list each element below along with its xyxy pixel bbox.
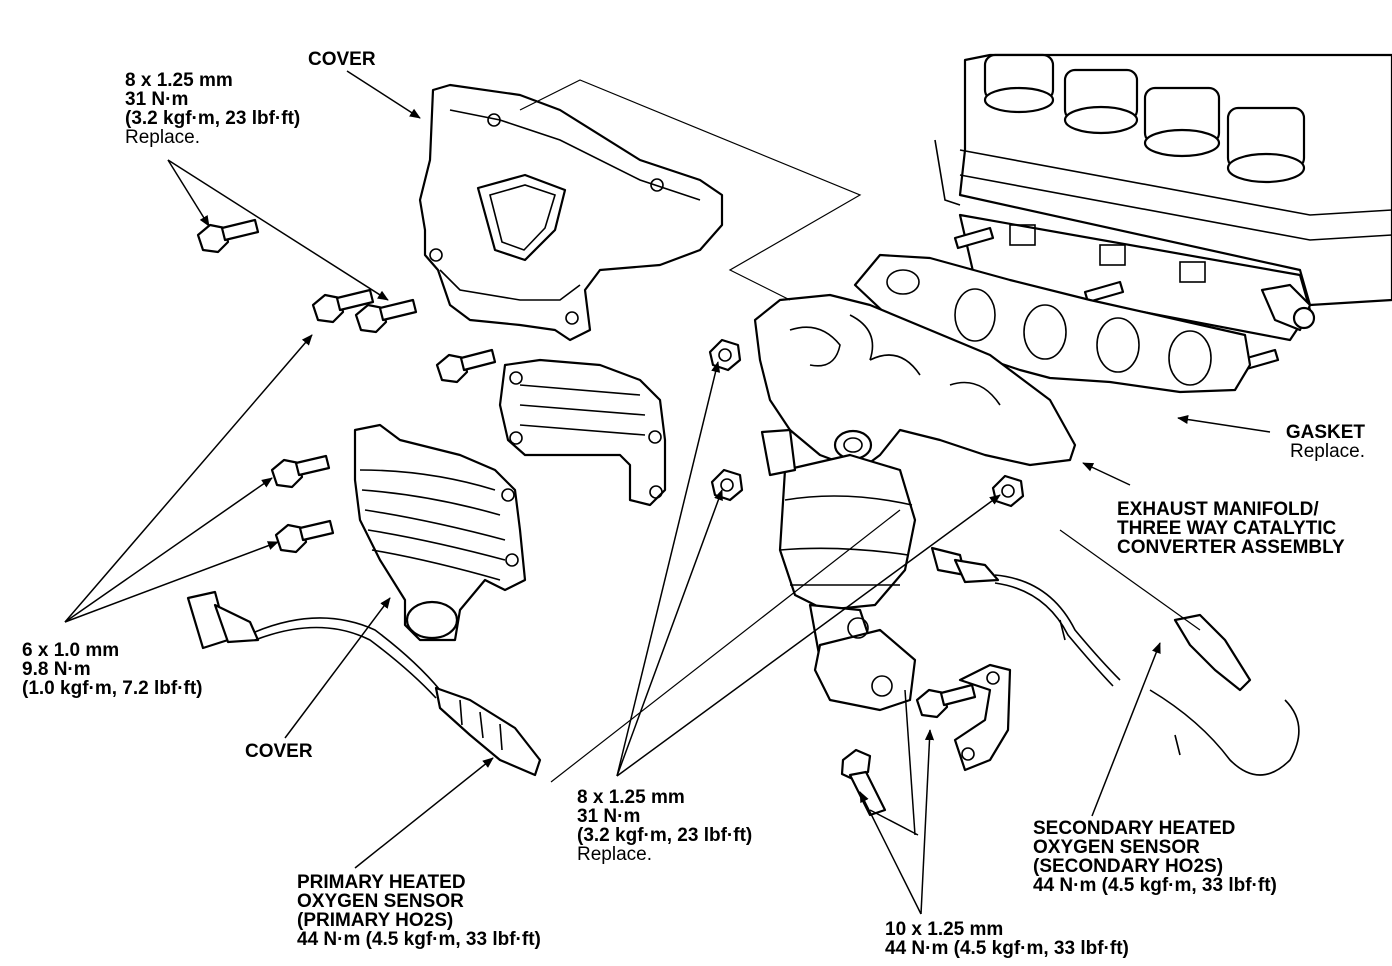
- lower-bracket: [953, 663, 1012, 772]
- bolt-top-torque-alt: (3.2 kgf·m, 23 lbf·ft): [125, 108, 301, 129]
- secondary-sensor-line2: OXYGEN SENSOR: [1033, 837, 1200, 858]
- primary-sensor-line1: PRIMARY HEATED: [297, 872, 466, 893]
- bolt-left-size: 6 x 1.0 mm: [22, 640, 120, 661]
- stud: [953, 226, 995, 250]
- primary-sensor-line2: OXYGEN SENSOR: [297, 891, 464, 912]
- leader-lines: [64, 70, 1271, 915]
- sensor-plug: [1260, 283, 1316, 332]
- bolt-bottom-spec: 10 x 1.25 mm 44 N·m (4.5 kgf·m, 33 lbf·f…: [885, 920, 1129, 958]
- cover-bolt: [354, 298, 418, 334]
- cover-bolt: [274, 519, 335, 554]
- primary-sensor-line3: (PRIMARY HO2S): [297, 910, 454, 931]
- manifold-line1: EXHAUST MANIFOLD/: [1117, 499, 1319, 520]
- gasket-note: Replace.: [1290, 441, 1365, 462]
- secondary-sensor-label: SECONDARY HEATED OXYGEN SENSOR (SECONDAR…: [1033, 819, 1277, 895]
- bolt-left-torque: 9.8 N·m: [22, 659, 91, 680]
- nut-center-torque-alt: (3.2 kgf·m, 23 lbf·ft): [577, 825, 753, 846]
- bolt-top-torque: 31 N·m: [125, 89, 189, 110]
- primary-sensor-torque: 44 N·m (4.5 kgf·m, 33 lbf·ft): [297, 929, 541, 950]
- bracket-bolt: [915, 683, 977, 719]
- nut-center-note: Replace.: [577, 844, 652, 865]
- primary-oxygen-sensor: [186, 590, 542, 777]
- cover-top-label: COVER: [308, 49, 376, 70]
- secondary-oxygen-sensor: [930, 546, 1300, 776]
- cover-bolt: [435, 348, 497, 384]
- secondary-sensor-line1: SECONDARY HEATED: [1033, 818, 1236, 839]
- manifold-nut: [708, 338, 742, 372]
- bolt-top-size: 8 x 1.25 mm: [125, 70, 233, 91]
- cover-bolt: [270, 454, 331, 489]
- bolt-left-torque-alt: (1.0 kgf·m, 7.2 lbf·ft): [22, 678, 203, 699]
- gasket-name: GASKET: [1285, 422, 1365, 443]
- secondary-sensor-torque: 44 N·m (4.5 kgf·m, 33 lbf·ft): [1033, 875, 1277, 896]
- ignition-coil: [1063, 68, 1139, 135]
- manifold-label: EXHAUST MANIFOLD/ THREE WAY CATALYTIC CO…: [1117, 500, 1345, 557]
- bolt-top-note: Replace.: [125, 127, 200, 148]
- secondary-sensor-line3: (SECONDARY HO2S): [1033, 856, 1224, 877]
- upper-heat-cover: [418, 83, 724, 342]
- bolt-top-spec: 8 x 1.25 mm 31 N·m (3.2 kgf·m, 23 lbf·ft…: [125, 71, 300, 147]
- nut-center-torque: 31 N·m: [577, 806, 641, 827]
- lower-heat-cover: [353, 423, 527, 642]
- nut-center-spec: 8 x 1.25 mm 31 N·m (3.2 kgf·m, 23 lbf·ft…: [577, 788, 752, 864]
- ignition-coil: [1226, 106, 1306, 184]
- context-outline: [519, 79, 1201, 783]
- manifold-line3: CONVERTER ASSEMBLY: [1117, 537, 1345, 558]
- converter-bracket: [498, 358, 667, 507]
- manifold-nut: [991, 474, 1025, 508]
- exhaust-manifold-assembly: [753, 293, 1077, 712]
- ignition-coil: [983, 53, 1055, 114]
- bolt-bottom-torque: 44 N·m (4.5 kgf·m, 33 lbf·ft): [885, 938, 1129, 959]
- engine-cylinder-head: [934, 53, 1392, 342]
- cover-bottom-label: COVER: [245, 741, 313, 762]
- bracket-bolt: [840, 748, 887, 817]
- ignition-coil: [1143, 86, 1221, 158]
- bolt-left-spec: 6 x 1.0 mm 9.8 N·m (1.0 kgf·m, 7.2 lbf·f…: [22, 641, 203, 698]
- primary-sensor-label: PRIMARY HEATED OXYGEN SENSOR (PRIMARY HO…: [297, 873, 541, 949]
- manifold-line2: THREE WAY CATALYTIC: [1117, 518, 1337, 539]
- nut-center-size: 8 x 1.25 mm: [577, 787, 685, 808]
- cover-bolt: [196, 218, 260, 254]
- gasket-label: GASKET Replace.: [1286, 423, 1365, 461]
- bolt-bottom-size: 10 x 1.25 mm: [885, 919, 1004, 940]
- cover-bolt: [311, 288, 375, 324]
- manifold-nut: [710, 468, 744, 502]
